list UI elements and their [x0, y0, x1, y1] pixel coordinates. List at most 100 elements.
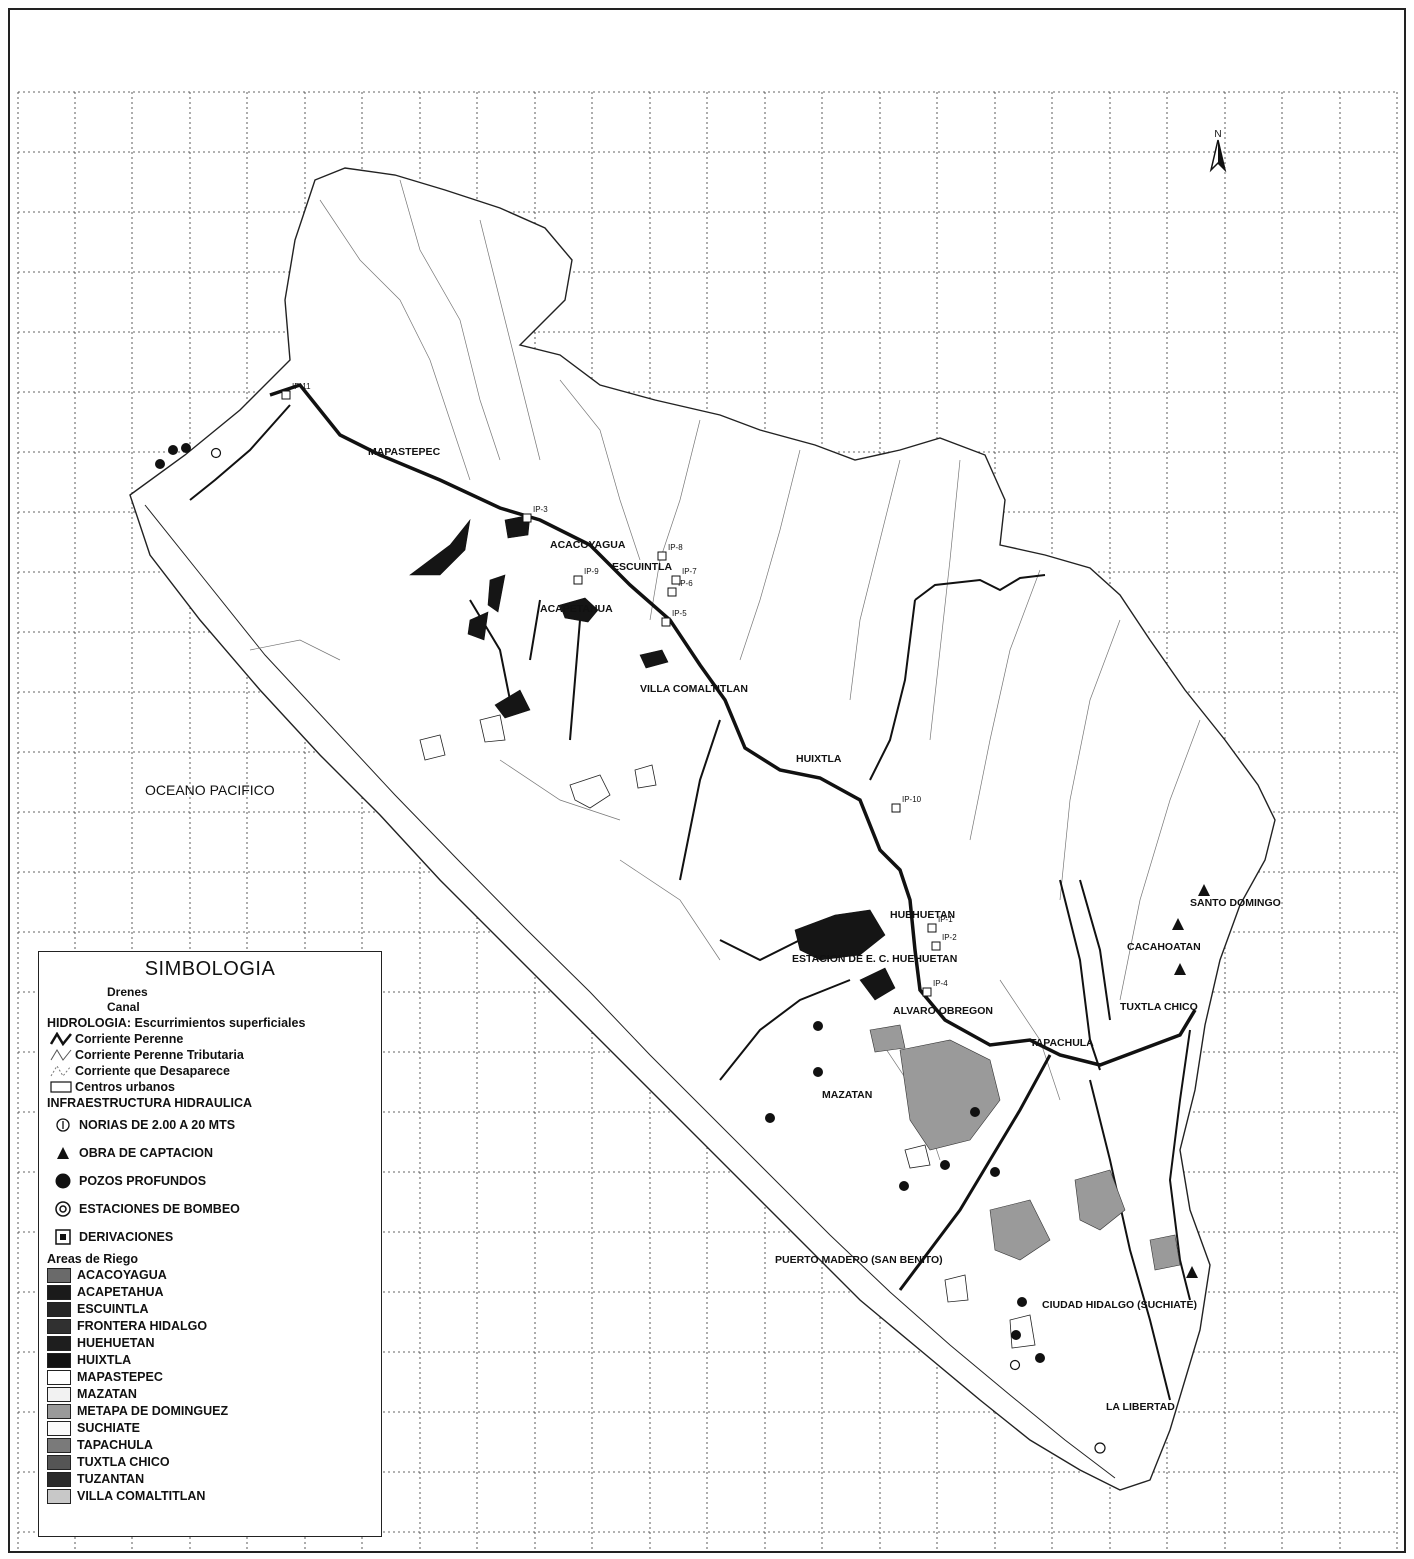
place-puerto-madero: PUERTO MADERO (SAN BENITO) — [775, 1254, 943, 1266]
legend-desaparece: Corriente que Desaparece — [47, 1063, 373, 1079]
derivation-marker — [891, 803, 901, 813]
place-huehuetan: HUEHUETAN — [890, 909, 955, 921]
coastline — [144, 504, 1116, 1479]
tributary-streams — [249, 179, 1201, 1161]
legend-area-label: VILLA COMALTITLAN — [77, 1489, 206, 1503]
legend-areas-header: Areas de Riego — [47, 1252, 139, 1266]
area-swatch-icon — [47, 1268, 71, 1283]
derivation-label: IP-2 — [942, 933, 957, 942]
legend-area-row: HUEHUETAN — [47, 1335, 373, 1352]
legend-area-label: TUXTLA CHICO — [77, 1455, 170, 1469]
perennial-river-icon — [47, 1031, 75, 1047]
disappearing-stream-icon — [47, 1063, 75, 1079]
legend-norias-label: NORIAS DE 2.00 A 20 MTS — [79, 1118, 236, 1132]
legend-area-row: METAPA DE DOMINGUEZ — [47, 1403, 373, 1420]
legend-perenne-label: Corriente Perenne — [75, 1032, 184, 1046]
place-cacahoatan: CACAHOATAN — [1127, 941, 1201, 953]
legend-area-label: SUCHIATE — [77, 1421, 140, 1435]
legend-drenes: Drenes — [47, 985, 373, 1000]
legend-pozos-label: POZOS PROFUNDOS — [79, 1174, 207, 1188]
legend-area-label: MAZATAN — [77, 1387, 137, 1401]
derivation-label: IP-5 — [672, 609, 687, 618]
legend-infra-header: INFRAESTRUCTURA HIDRAULICA — [47, 1096, 253, 1110]
derivation-label: IP-6 — [678, 579, 693, 588]
legend-area-row: TUXTLA CHICO — [47, 1454, 373, 1471]
intake-triangle-icon — [47, 1145, 79, 1161]
legend-area-row: MAZATAN — [47, 1386, 373, 1403]
legend-area-label: ACACOYAGUA — [77, 1268, 167, 1282]
irrigation-areas-light — [869, 1024, 1181, 1271]
legend-derivaciones-label: DERIVACIONES — [79, 1230, 174, 1244]
legend-area-row: ACACOYAGUA — [47, 1267, 373, 1284]
legend-urbanos-label: Centros urbanos — [75, 1080, 176, 1094]
place-la-libertad: LA LIBERTAD — [1106, 1401, 1175, 1413]
legend-area-row: FRONTERA HIDALGO — [47, 1318, 373, 1335]
derivation-label: IP-4 — [933, 979, 948, 988]
area-swatch-icon — [47, 1387, 71, 1402]
perennial-rivers — [189, 404, 1191, 1401]
legend-canal-label: Canal — [107, 1000, 140, 1014]
ocean-label: OCEANO PACIFICO — [145, 782, 275, 798]
area-swatch-icon — [47, 1472, 71, 1487]
derivations: IP-1IP-2IP-3IP-4IP-5IP-6IP-7IP-8IP-9IP-1… — [281, 382, 957, 997]
legend-area-label: TAPACHULA — [77, 1438, 153, 1452]
derivation-label: IP-10 — [902, 795, 922, 804]
area-swatch-icon — [47, 1370, 71, 1385]
derivation-marker — [667, 587, 677, 597]
legend-pozos: POZOS PROFUNDOS — [47, 1167, 373, 1195]
legend-bombeo-label: ESTACIONES DE BOMBEO — [79, 1202, 240, 1216]
norias — [210, 447, 1106, 1454]
legend-area-label: HUIXTLA — [77, 1353, 132, 1367]
legend-desaparece-label: Corriente que Desaparece — [75, 1064, 230, 1078]
deep-wells — [155, 443, 1045, 1363]
urban-center-icon — [47, 1079, 75, 1095]
area-swatch-icon — [47, 1302, 71, 1317]
legend-area-label: METAPA DE DOMINGUEZ — [77, 1404, 229, 1418]
legend-area-row: SUCHIATE — [47, 1420, 373, 1437]
derivation-icon — [47, 1229, 79, 1245]
legend-area-label: FRONTERA HIDALGO — [77, 1319, 208, 1333]
deep-well-icon — [47, 1173, 79, 1189]
area-swatch-icon — [47, 1336, 71, 1351]
area-swatch-icon — [47, 1319, 71, 1334]
legend-area-row: ESCUINTLA — [47, 1301, 373, 1318]
legend-area-row: VILLA COMALTITLAN — [47, 1488, 373, 1505]
legend-tributaria-label: Corriente Perenne Tributaria — [75, 1048, 244, 1062]
pumping-station-icon — [47, 1201, 79, 1217]
derivation-marker — [281, 390, 291, 400]
legend-captacion-label: OBRA DE CAPTACION — [79, 1146, 214, 1160]
main-canal — [269, 382, 1197, 1067]
place-mazatan: MAZATAN — [822, 1089, 872, 1101]
area-swatch-icon — [47, 1455, 71, 1470]
derivation-label: IP-3 — [533, 505, 548, 514]
place-tuxtla-chico: TUXTLA CHICO — [1120, 1001, 1198, 1013]
place-tapachula: TAPACHULA — [1030, 1037, 1094, 1049]
legend: SIMBOLOGIA Drenes Canal HIDROLOGIA: Escu… — [38, 951, 382, 1537]
urban-outlines — [419, 714, 1036, 1349]
legend-urbanos: Centros urbanos — [47, 1079, 373, 1095]
legend-area-row: TAPACHULA — [47, 1437, 373, 1454]
derivation-label: IP-1 — [938, 915, 953, 924]
legend-area-row: ACAPETAHUA — [47, 1284, 373, 1301]
legend-drenes-label: Drenes — [107, 985, 148, 999]
derivation-marker — [573, 575, 583, 585]
place-acapetahua: ACAPETAHUA — [540, 603, 613, 615]
legend-area-label: TUZANTAN — [77, 1472, 145, 1486]
place-estacion-huehuetan: ESTACION DE E. C. HUEHUETAN — [792, 953, 957, 965]
place-alvaro-obregon: ALVARO OBREGON — [893, 1005, 993, 1017]
area-swatch-icon — [47, 1353, 71, 1368]
legend-area-row: HUIXTLA — [47, 1352, 373, 1369]
area-swatch-icon — [47, 1285, 71, 1300]
legend-perenne: Corriente Perenne — [47, 1031, 373, 1047]
noria-icon — [47, 1117, 79, 1133]
derivation-marker — [661, 617, 671, 627]
place-ciudad-hidalgo: CIUDAD HIDALGO (SUCHIATE) — [1042, 1299, 1197, 1311]
legend-area-label: ESCUINTLA — [77, 1302, 149, 1316]
intake-works — [1172, 884, 1210, 1278]
place-acacoyagua: ACACOYAGUA — [550, 539, 626, 551]
derivation-label: IP-9 — [584, 567, 599, 576]
legend-bombeo: ESTACIONES DE BOMBEO — [47, 1195, 373, 1223]
legend-canal: Canal — [47, 1000, 373, 1015]
legend-derivaciones: DERIVACIONES — [47, 1223, 373, 1251]
legend-captacion: OBRA DE CAPTACION — [47, 1139, 373, 1167]
